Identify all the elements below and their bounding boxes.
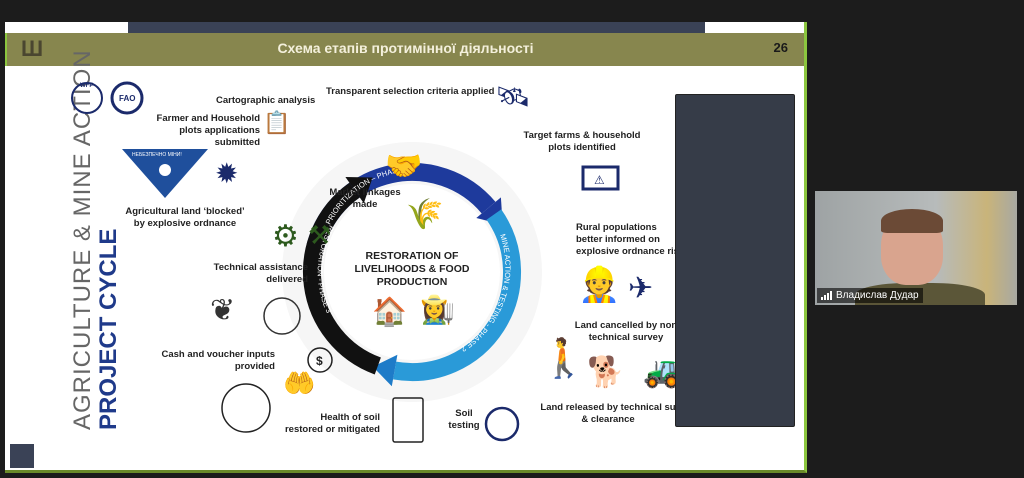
satellite-icon: 🛰 <box>495 81 531 112</box>
clipboard-icon: 📋 <box>263 110 291 135</box>
cycle-inner <box>324 184 500 360</box>
hand-icon: 🤲 <box>283 368 316 398</box>
farmer-icon: 👩‍🌾 <box>420 294 455 325</box>
fao-logo-text: FAO <box>119 94 135 103</box>
fao-logo <box>110 81 144 115</box>
page-number: 26 <box>773 40 788 55</box>
label-blocked: Agricultural land ‘blocked’by explosive … <box>125 206 245 229</box>
dollar-icon <box>307 347 333 373</box>
phase3-arrowhead <box>345 177 373 204</box>
crops-icon: 🌾 <box>406 198 444 231</box>
wfp-logo <box>71 82 103 114</box>
dollar-sign: $ <box>316 354 323 368</box>
seedling-icon <box>263 297 301 335</box>
skull-icon <box>159 164 171 176</box>
label-released: Land released by technical su& clearance <box>540 402 676 425</box>
deminer-icon: 🚶 <box>540 338 588 380</box>
surveyor-icon: 👷 <box>578 266 621 304</box>
slide-title: Схема етапів протимінної діяльності <box>277 40 534 56</box>
wrench-icon: ⚒ <box>308 220 332 250</box>
slide-header: Ш Схема етапів протимінної діяльності 26 <box>5 33 804 66</box>
slide-overlay-panel <box>675 94 795 427</box>
label-transparent: Transparent selection criteria applied <box>326 86 495 97</box>
mine-sign-text: НЕБЕЗПЕЧНО МІНИ! <box>132 152 182 158</box>
label-cartographic: Cartographic analysis <box>216 95 316 106</box>
phase2-arrowhead <box>372 354 398 387</box>
warning-icon: ⚠ <box>594 173 605 187</box>
soil-flask-icon <box>484 406 520 442</box>
drone-icon: ✈ <box>628 272 654 305</box>
tractor-icon: 🚜 <box>643 356 681 389</box>
slide-top-bar <box>128 22 705 33</box>
wfp-logo-text: WFP <box>80 83 93 89</box>
signal-strength-icon <box>821 291 832 300</box>
phase2-arc <box>393 209 521 382</box>
trident-icon: Ш <box>21 36 44 61</box>
soil-bag-icon <box>392 397 424 443</box>
participant-hair <box>881 209 943 233</box>
phase3-arc <box>302 182 382 375</box>
explosion-icon: ✹ <box>215 158 239 189</box>
seeds-icon: ❦ <box>210 294 236 327</box>
presentation-icon <box>581 165 620 191</box>
participant-name: Владислав Дудар <box>836 290 919 301</box>
slide-corner-square <box>10 444 34 468</box>
barn-icon: 🏠 <box>372 296 407 327</box>
gear-icon: ⚙ <box>272 220 299 253</box>
handshake-icon: 🤝 <box>385 150 423 183</box>
voucher-icon <box>221 383 271 433</box>
participant-name-tag: Владислав Дудар <box>817 288 923 303</box>
participant-video-tile[interactable]: Владислав Дудар <box>815 191 1017 305</box>
dog-icon: 🐕 <box>587 356 625 389</box>
